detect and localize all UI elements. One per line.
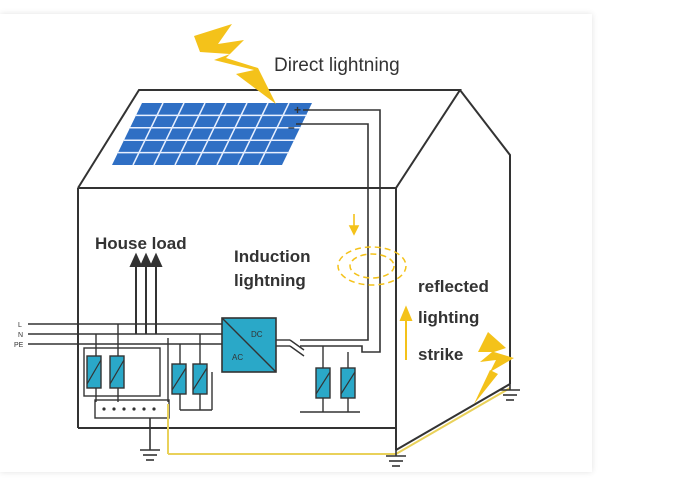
inverter-icon [221, 317, 277, 373]
dc-wires [296, 109, 381, 353]
plus-terminal-label: + [294, 103, 301, 117]
house-outline [77, 89, 511, 451]
arrow-up-icon [139, 252, 153, 267]
reflected-label-line3: strike [418, 345, 463, 364]
reflected-label-line1: reflected [418, 277, 489, 296]
induction-label-line1: Induction [234, 247, 310, 266]
ground-wires [167, 387, 511, 455]
lightning-bolt-icon [474, 332, 514, 404]
ac-lines [28, 323, 222, 345]
arrow-up-icon [399, 305, 413, 360]
house-load-arrows [129, 252, 163, 334]
minus-terminal-label: – [288, 120, 295, 134]
ground-icon [500, 384, 520, 401]
surge-protector-marks [86, 359, 356, 395]
inverter-ac-label: AC [232, 353, 243, 362]
inverter-dc-label: DC [251, 330, 263, 339]
house-load-label: House load [95, 234, 187, 253]
lightning-bolt-icon [194, 24, 276, 104]
arrow-down-icon [348, 214, 360, 236]
line-N-label: N [18, 332, 23, 339]
induction-label-line2: lightning [234, 271, 306, 290]
ground-icon [140, 418, 160, 461]
direct-lightning-label: Direct lightning [274, 55, 400, 76]
dc-disconnect [276, 339, 360, 413]
arrow-up-icon [129, 252, 143, 267]
surge-protector-icon [86, 355, 356, 399]
arrow-up-icon [149, 252, 163, 267]
reflected-label-line2: lighting [418, 308, 479, 327]
ground-icon [386, 450, 406, 467]
terminal-block-dots [102, 407, 156, 411]
line-L-label: L [18, 322, 22, 329]
induction-field-icon [337, 246, 407, 286]
line-PE-label: PE [14, 342, 24, 349]
solar-panel-icon [112, 102, 312, 166]
